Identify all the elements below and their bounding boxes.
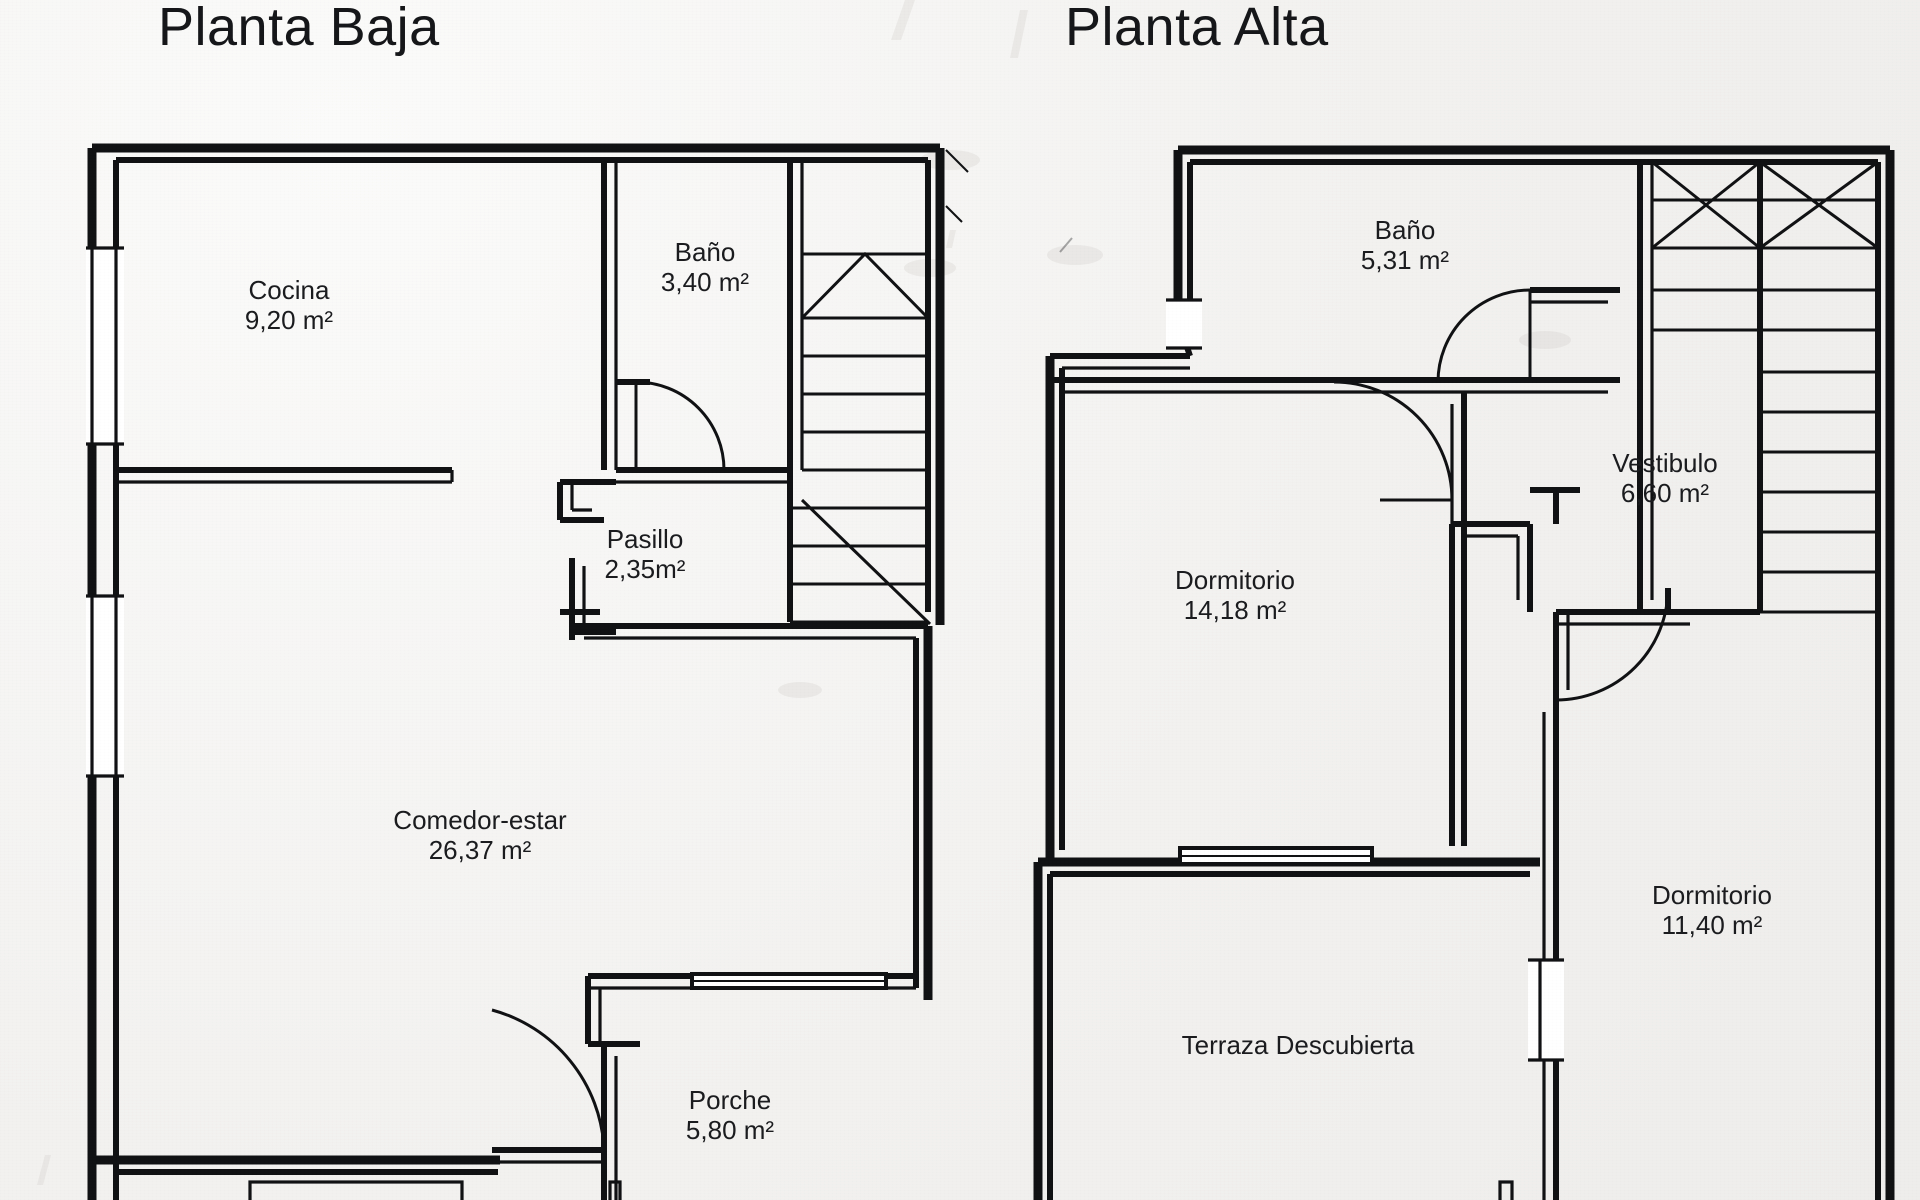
room-name: Pasillo [606,524,684,554]
room-name: Dormitorio [1652,880,1772,910]
room-label-terraza-descubierta: Terraza Descubierta [1128,1030,1468,1060]
room-label-dormitorio-1: Dormitorio 14,18 m² [1140,565,1330,625]
room-label-dormitorio-2: Dormitorio 11,40 m² [1612,880,1812,940]
room-area: 5,80 m² [685,1115,775,1146]
scan-artifacts [37,0,1571,1185]
terraza-window-band [1178,846,1374,866]
room-name: Vestibulo [1612,448,1718,478]
exterior-windows-left [86,246,124,778]
planta-alta-linework [1033,145,1895,1200]
room-label-cocina: Cocina 9,20 m² [214,275,364,335]
plan-title-planta-baja: Planta Baja [158,0,440,57]
room-label-pasillo: Pasillo 2,35m² [570,524,720,584]
room-name: Baño [674,237,736,267]
room-area: 6,60 m² [1620,478,1710,509]
room-name: Porche [688,1085,772,1115]
plan-title-planta-alta: Planta Alta [1065,0,1329,57]
room-label-bano-baja: Baño 3,40 m² [630,237,780,297]
room-area: 9,20 m² [244,305,334,336]
room-label-vestibulo: Vestibulo 6,60 m² [1570,448,1760,508]
room-label-comedor-estar: Comedor-estar 26,37 m² [355,805,605,865]
room-area: 14,18 m² [1183,595,1287,626]
planta-baja-linework [86,143,969,1200]
room-area: 3,40 m² [660,267,750,298]
room-area: 2,35m² [604,554,686,585]
room-name: Baño [1374,215,1436,245]
room-name: Dormitorio [1175,565,1295,595]
porche-window-band [690,972,888,990]
staircase-planta-baja [787,157,932,626]
room-area: 11,40 m² [1661,910,1763,941]
room-area: 5,31 m² [1360,245,1450,276]
room-name: Terraza Descubierta [1181,1030,1415,1060]
room-area: 26,37 m² [428,835,532,866]
room-label-bano-alta: Baño 5,31 m² [1330,215,1480,275]
room-name: Comedor-estar [393,805,567,835]
room-label-porche: Porche 5,80 m² [650,1085,810,1145]
room-name: Cocina [248,275,330,305]
staircase-planta-alta [1637,160,1879,614]
